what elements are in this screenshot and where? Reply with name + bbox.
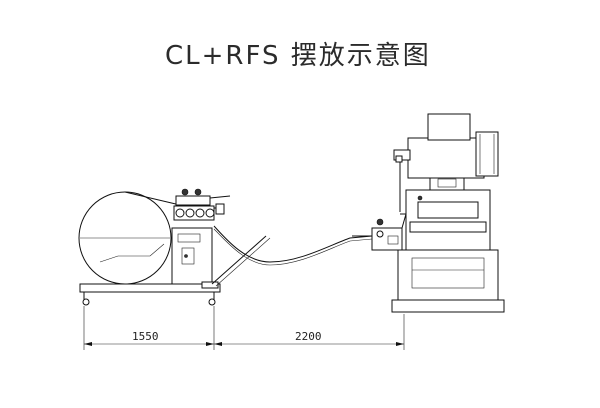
- press-crown: [407, 137, 485, 179]
- uncoiler-base: [79, 283, 221, 293]
- caster-right: [208, 298, 216, 306]
- dimension-label-left: 1550: [132, 330, 159, 343]
- strip-loop: [213, 225, 373, 263]
- adjust-knob-2: [194, 188, 202, 196]
- press-motor: [427, 113, 471, 141]
- adjust-knob-1: [181, 188, 189, 196]
- straightener-cabinet: [171, 227, 213, 285]
- coil-arm: [99, 243, 165, 263]
- dimension-label-right: 2200: [295, 330, 322, 343]
- flywheel: [475, 131, 499, 177]
- support-arm: [211, 235, 267, 285]
- servo-feeder: [371, 227, 403, 251]
- caster-left: [82, 298, 90, 306]
- diagram-title: CL+RFS 摆放示意图: [165, 41, 431, 71]
- strip-upper: [124, 191, 181, 206]
- press-machine: [352, 113, 505, 313]
- dimension-lines: [83, 306, 405, 350]
- uncoiler-machine: [78, 188, 271, 306]
